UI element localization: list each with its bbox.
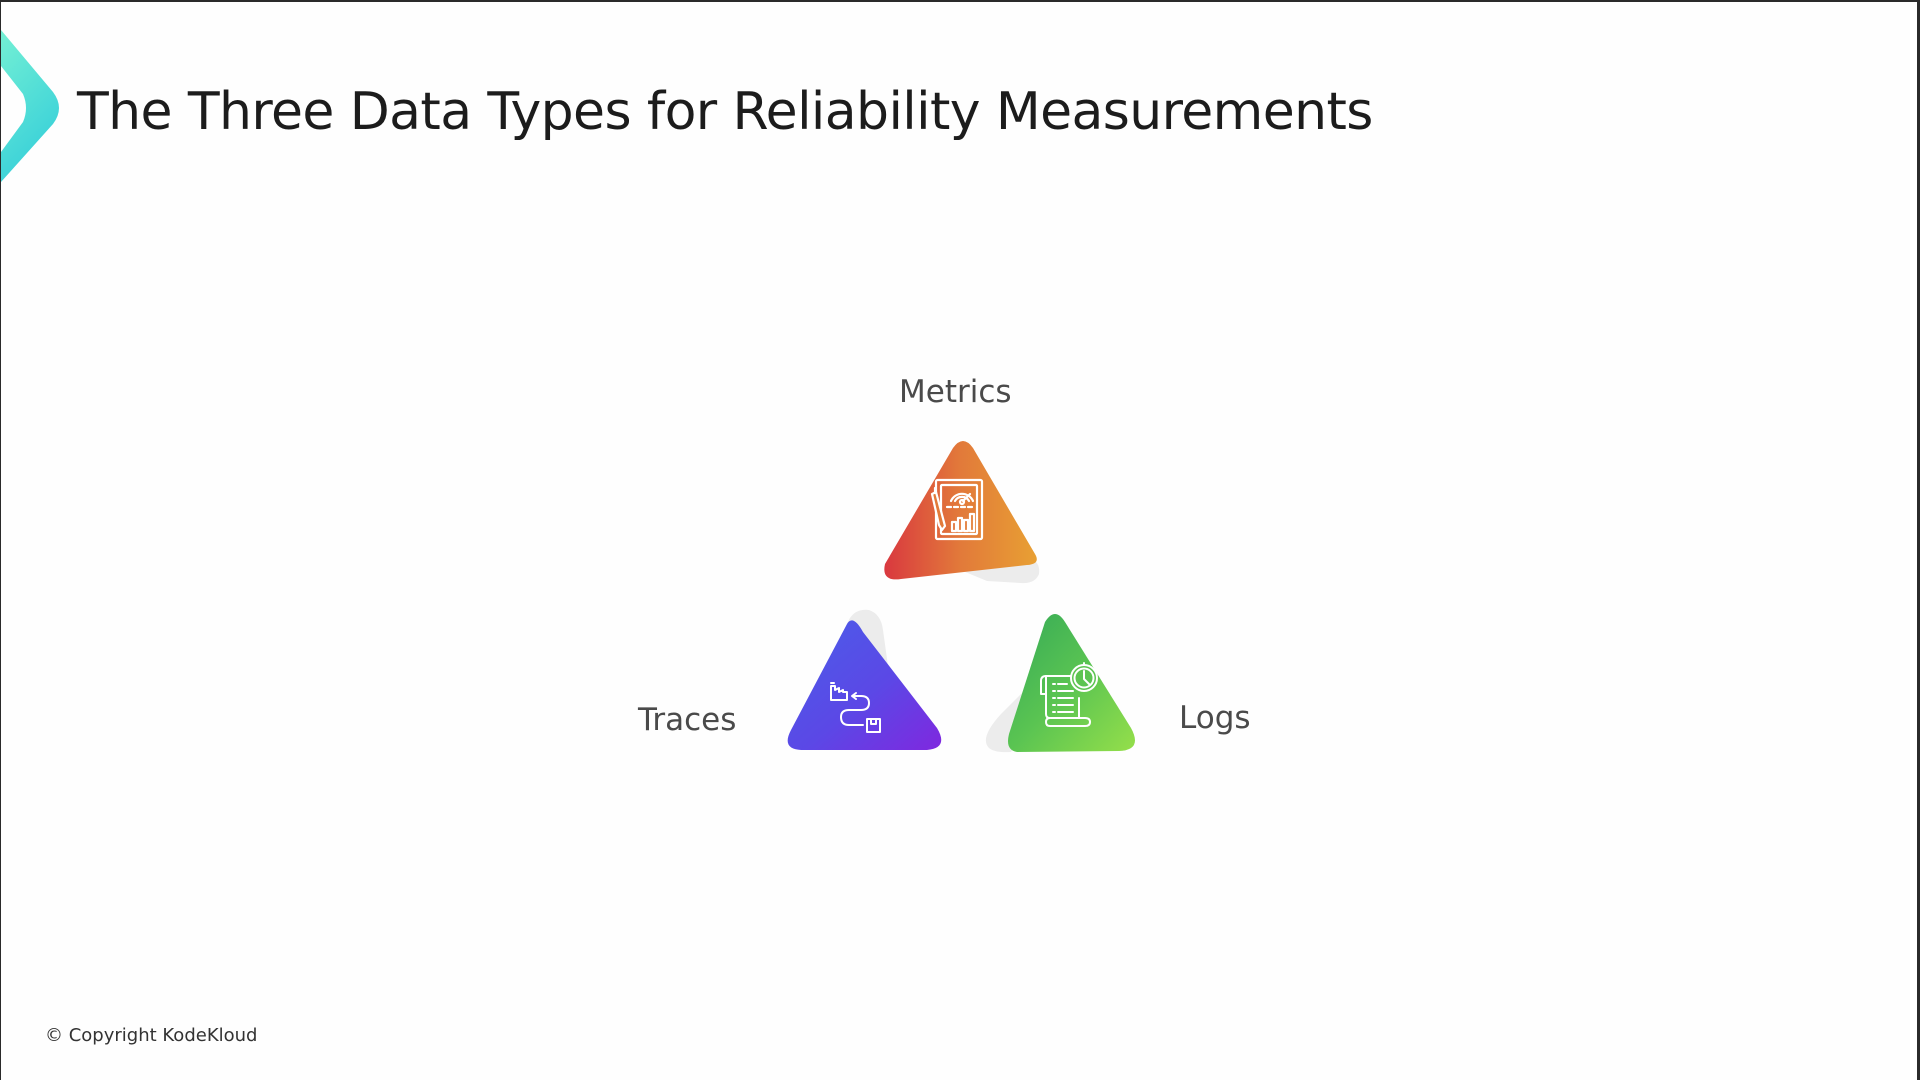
metrics-label: Metrics (899, 374, 1012, 410)
copyright-footer: © Copyright KodeKloud (45, 1025, 258, 1046)
traces-triangle (787, 609, 942, 750)
metrics-triangle (884, 441, 1040, 584)
logs-label: Logs (1179, 700, 1251, 736)
log-scroll-clock-icon (1040, 662, 1098, 727)
chevron-logo-icon (1, 30, 59, 182)
traces-label: Traces (638, 702, 737, 738)
dashboard-report-icon (930, 478, 984, 541)
workflow-path-icon (830, 682, 881, 733)
page-title: The Three Data Types for Reliability Mea… (77, 82, 1373, 142)
logs-triangle (985, 614, 1135, 753)
